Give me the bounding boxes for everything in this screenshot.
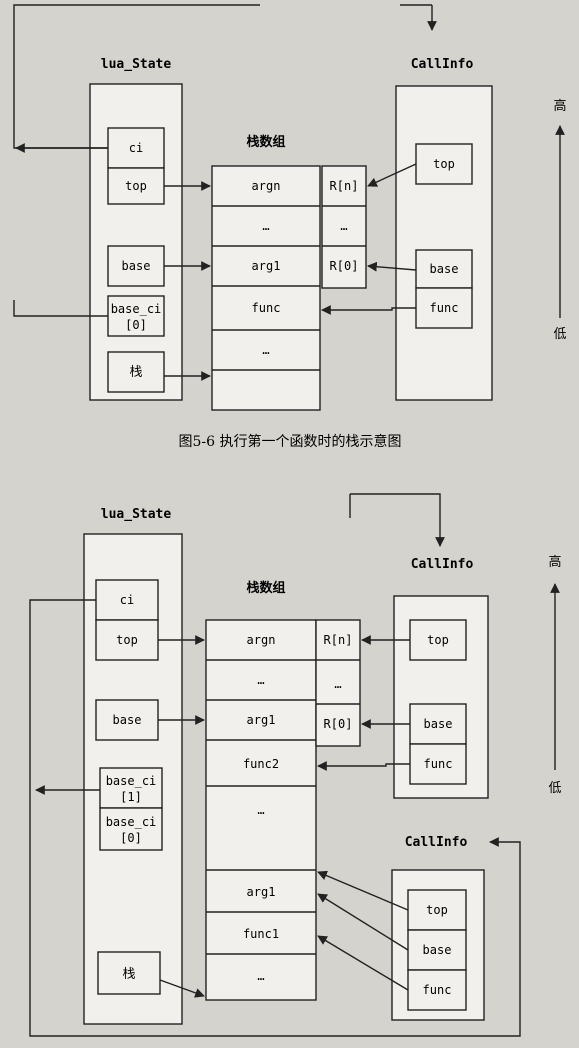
- lua-state-base-cell-2: [95, 699, 159, 741]
- callinfo-func-cell: [415, 287, 473, 329]
- lua-state-base-ci0-cell: [99, 807, 163, 851]
- callinfo-base-cell-2: [409, 703, 467, 745]
- lua-state-ci: ci: [129, 141, 143, 155]
- register-box-2: [315, 619, 361, 747]
- callinfo-base-2: base: [424, 717, 453, 731]
- stack-dots-1: …: [262, 219, 269, 233]
- stack-dots-1-2: …: [257, 673, 264, 687]
- lua-state-title: lua_State: [101, 57, 172, 72]
- register-box: [321, 165, 367, 289]
- callinfo-func-3: func: [423, 983, 452, 997]
- lua-state-base-ci1-cell: [99, 767, 163, 809]
- stack-array-box: [211, 165, 321, 411]
- stack-dots-2-2: …: [257, 803, 264, 817]
- callinfo-box: [395, 85, 493, 401]
- label-high-2: 高: [548, 554, 561, 570]
- callinfo-func-cell-3: [407, 969, 467, 1011]
- figure1-caption: 图5-6 执行第一个函数时的栈示意图: [179, 433, 402, 450]
- callinfo-base: base: [430, 262, 459, 276]
- lua-state-base-ci1-label: base_ci: [106, 774, 157, 788]
- register-dots-2: …: [334, 677, 341, 691]
- register-dots: …: [340, 219, 347, 233]
- stack-dots-3: …: [257, 969, 264, 983]
- lua-state-stack-2: 栈: [122, 967, 135, 982]
- lua-state-stack-cell: [107, 351, 165, 393]
- lua-state-stack-cell-2: [97, 951, 161, 995]
- stack-func: func: [252, 301, 281, 315]
- lua-state-top: top: [125, 179, 147, 193]
- lua-state-top-cell: [107, 167, 165, 205]
- callinfo-top-cell-2: [409, 619, 467, 661]
- figure2: lua_State ci top base base_ci [1] base_c…: [29, 493, 562, 1037]
- callinfo-top-cell: [415, 143, 473, 185]
- callinfo-base-3: base: [423, 943, 452, 957]
- lua-state-base-ci0-index: [0]: [120, 831, 142, 845]
- register-r0: R[0]: [330, 259, 359, 273]
- stack-array-title-2: 栈数组: [246, 580, 285, 596]
- register-r0-2: R[0]: [324, 717, 353, 731]
- label-high: 高: [553, 98, 566, 114]
- stack-func1: func1: [243, 927, 279, 941]
- register-rn: R[n]: [330, 179, 359, 193]
- lua-state-ci-cell: [107, 127, 165, 169]
- lua-state-base: base: [122, 259, 151, 273]
- stack-func2: func2: [243, 757, 279, 771]
- lua-state-base-ci-index: [0]: [125, 318, 147, 332]
- figure1: lua_State ci top base base_ci [0] 栈 栈数组 …: [13, 4, 567, 450]
- lua-state-base-2: base: [113, 713, 142, 727]
- lua-state-top-cell-2: [95, 619, 159, 661]
- label-low: 低: [553, 327, 566, 342]
- callinfo-title-2: CallInfo: [411, 557, 474, 572]
- callinfo-func-cell-2: [409, 743, 467, 785]
- stack-array-title: 栈数组: [246, 134, 285, 150]
- callinfo-title: CallInfo: [411, 57, 474, 72]
- lua-state-top-2: top: [116, 633, 138, 647]
- callinfo-top-3: top: [426, 903, 448, 917]
- lua-state-base-ci1-index: [1]: [120, 790, 142, 804]
- lua-state-base-ci-label: base_ci: [111, 302, 162, 316]
- stack-arg1: arg1: [252, 259, 281, 273]
- callinfo-top-cell-3: [407, 889, 467, 931]
- callinfo-func: func: [430, 301, 459, 315]
- callinfo-title-3: CallInfo: [405, 835, 468, 850]
- callinfo-top: top: [433, 157, 455, 171]
- lua-state-base-ci0-label: base_ci: [106, 815, 157, 829]
- stack-arg1b: arg1: [247, 885, 276, 899]
- label-low-2: 低: [548, 781, 561, 796]
- stack-dots-2: …: [262, 343, 269, 357]
- callinfo-func-2: func: [424, 757, 453, 771]
- stack-arg1-2: arg1: [247, 713, 276, 727]
- lua-state-ci-2: ci: [120, 593, 134, 607]
- stack-argn: argn: [252, 179, 281, 193]
- callinfo-top-2: top: [427, 633, 449, 647]
- stack-array-box-2: [205, 619, 317, 1001]
- lua-state-base-ci-cell: [107, 295, 165, 337]
- lua-state-title-2: lua_State: [101, 507, 172, 522]
- lua-state-stack: 栈: [129, 365, 142, 380]
- register-rn-2: R[n]: [324, 633, 353, 647]
- stack-argn-2: argn: [247, 633, 276, 647]
